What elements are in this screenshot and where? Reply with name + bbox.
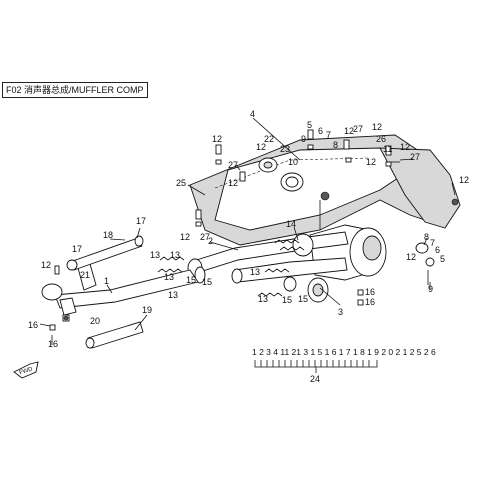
label-23: 23 xyxy=(280,144,290,154)
label-7: 7 xyxy=(430,238,435,248)
label-12: 12 xyxy=(406,252,416,262)
label-5: 5 xyxy=(440,254,445,264)
label-7: 7 xyxy=(326,130,331,140)
label-11: 11 xyxy=(383,144,392,154)
label-12: 12 xyxy=(372,122,382,132)
label-3: 3 xyxy=(338,307,343,317)
label-14: 14 xyxy=(286,219,296,229)
label-4: 4 xyxy=(250,109,255,119)
label-12: 12 xyxy=(344,126,354,136)
label-13: 13 xyxy=(168,290,178,300)
gaskets-15 xyxy=(194,233,329,303)
leader-lines xyxy=(39,117,456,345)
label-16: 16 xyxy=(48,339,58,349)
kit-bracket-24: 1 2 3 4 11 21 3 1 5 1 6 1 7 1 8 1 9 2 0 … xyxy=(252,347,436,384)
label-12: 12 xyxy=(459,175,469,185)
label-17: 17 xyxy=(72,244,82,254)
label-13: 13 xyxy=(150,250,160,260)
label-13: 13 xyxy=(250,267,260,277)
fasteners xyxy=(49,129,392,331)
label-27: 27 xyxy=(200,232,210,242)
label-12: 12 xyxy=(180,232,190,242)
label-25: 25 xyxy=(176,178,186,188)
label-20: 20 xyxy=(90,316,100,326)
label-9: 9 xyxy=(301,134,306,144)
label-5: 5 xyxy=(307,120,312,130)
label-6: 6 xyxy=(435,245,440,255)
header-pipe-1 xyxy=(41,263,199,322)
label-13: 13 xyxy=(258,294,268,304)
label-15: 15 xyxy=(298,294,308,304)
label-8: 8 xyxy=(424,232,429,242)
label-16: 16 xyxy=(365,287,375,297)
label-18: 18 xyxy=(103,230,113,240)
label-22: 22 xyxy=(264,134,274,144)
forward-arrow-icon: FWD xyxy=(13,361,39,379)
label-2: 2 xyxy=(208,236,213,246)
label-13: 13 xyxy=(170,250,180,260)
springs-13 xyxy=(157,239,305,297)
label-26: 26 xyxy=(376,134,386,144)
label-16: 16 xyxy=(365,297,375,307)
label-15: 15 xyxy=(202,277,212,287)
label-17: 17 xyxy=(136,216,146,226)
label-21: 21 xyxy=(80,270,90,280)
label-12: 12 xyxy=(400,142,410,152)
label-27: 27 xyxy=(410,152,420,162)
kit-sequence: 1 2 3 4 11 21 3 1 5 1 6 1 7 1 8 1 9 2 0 … xyxy=(252,347,436,357)
label-19: 19 xyxy=(142,305,152,315)
label-12: 12 xyxy=(366,157,376,167)
label-27: 27 xyxy=(353,124,363,134)
label-12: 12 xyxy=(212,134,222,144)
part-labels: 4 12 22 12 23 10 27 12 25 5 6 7 9 8 12 2… xyxy=(28,109,469,349)
label-10: 10 xyxy=(288,157,298,167)
label-1: 1 xyxy=(104,276,109,286)
rubber-mounts xyxy=(258,157,304,192)
page-title: F02 消声器总成/MUFFLER COMP xyxy=(2,82,148,98)
label-9: 9 xyxy=(428,284,433,294)
label-24: 24 xyxy=(310,374,320,384)
label-16: 16 xyxy=(28,320,38,330)
label-15: 15 xyxy=(186,275,196,285)
label-27: 27 xyxy=(228,160,238,170)
heat-shield-26 xyxy=(379,147,461,229)
label-12: 12 xyxy=(256,142,266,152)
fwd-label: FWD xyxy=(19,366,34,376)
label-12: 12 xyxy=(228,178,238,188)
label-13: 13 xyxy=(164,272,174,282)
label-12: 12 xyxy=(41,260,51,270)
rear-bracket xyxy=(415,242,435,285)
heat-wraps xyxy=(66,235,144,349)
label-15: 15 xyxy=(282,295,292,305)
label-6: 6 xyxy=(318,126,323,136)
label-8: 8 xyxy=(333,140,338,150)
